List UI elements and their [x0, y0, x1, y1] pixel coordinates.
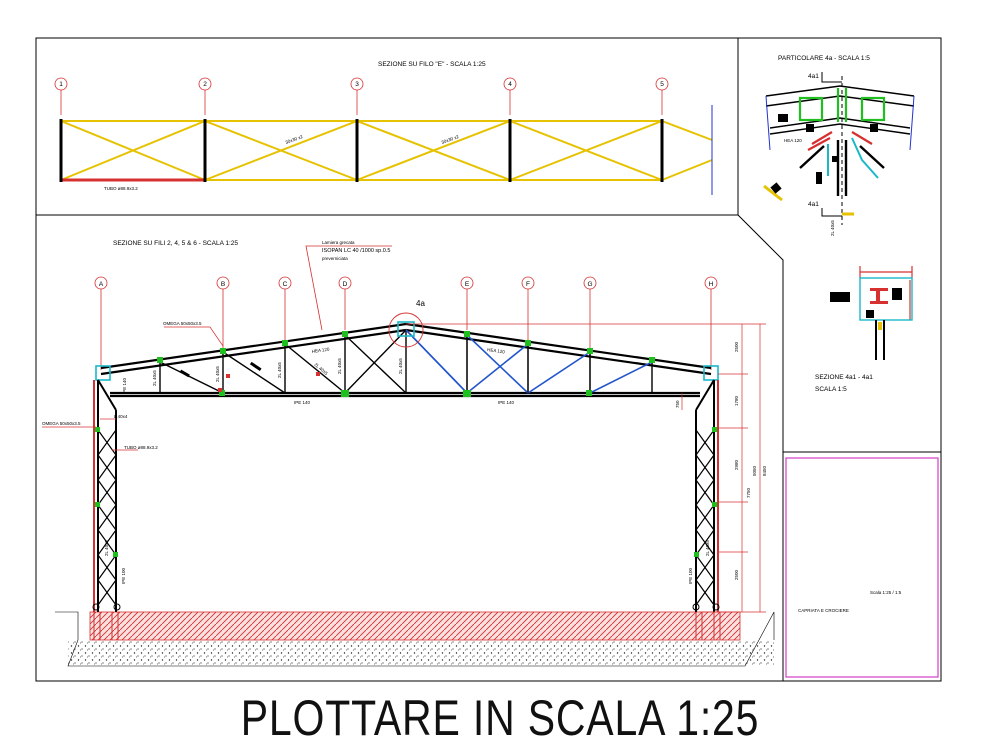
truss-diagonals-left	[159, 329, 407, 394]
diag-label-3: 2L 40x5	[277, 362, 282, 378]
plot-scale-note: PLOTTARE IN SCALA 1:25	[240, 690, 760, 746]
axis-label-f: F	[526, 281, 530, 288]
detail-4a-callout: 4a	[416, 299, 425, 308]
truss-nodes	[157, 331, 655, 397]
detail-4a-profile: HEA 120	[784, 138, 802, 143]
main-axis-markers	[94, 276, 718, 370]
foundation-slab	[89, 611, 741, 641]
axis-label-5: 5	[660, 81, 664, 88]
section-e-view: SEZIONE SU FILO "E" - SCALA 1:25 1 2 3 4…	[54, 61, 713, 195]
brace-label-1: 30x30 x2	[285, 134, 304, 145]
bottom-chord-right-label: IPE 140	[498, 400, 515, 405]
ground-line	[55, 611, 775, 667]
detail-4a-cut-top: 4a1	[808, 73, 819, 80]
axis-label-c: C	[283, 281, 288, 288]
axis-label-h: H	[709, 281, 714, 288]
dim-5: 8450	[762, 465, 767, 476]
col-head-label: IPE 140	[122, 377, 127, 394]
dim-7: 2500	[734, 569, 739, 580]
section-4a1-scale: SCALA 1:5	[815, 386, 847, 393]
diag-label-4: 2L 40x5	[337, 358, 342, 374]
detail-rafters	[765, 85, 915, 135]
axis-label-d: D	[343, 281, 348, 288]
purlin-label: OMEGA 50x50x3.5	[163, 321, 202, 326]
detail-4a-view: PARTICOLARE 4a - SCALA 1:5 4a1 4a1	[763, 55, 915, 236]
truss-plates	[95, 321, 719, 381]
roof-note: Lamiera grecata ISOPAN LC 40 /1000 sp.0.…	[305, 240, 392, 331]
col-label-angle: L 40x4	[114, 414, 128, 419]
axis-label-1: 1	[59, 81, 63, 88]
bottom-chord-left-label: IPE 140	[294, 400, 311, 405]
dimension-lines	[406, 323, 766, 613]
dim-4: 5050	[752, 465, 757, 476]
column-left	[92, 379, 121, 612]
dim-3: 2980	[734, 459, 739, 470]
axis-label-b: B	[221, 281, 225, 288]
axis-label-a: A	[99, 281, 104, 288]
detail-plates	[798, 88, 886, 122]
col-right-a: 2L 40x5	[705, 540, 710, 556]
roof-note-line-1: Lamiera grecata	[322, 240, 355, 245]
dim-2: 1780	[734, 395, 739, 406]
roof-note-line-3: preverniciata	[322, 256, 348, 261]
section-e-posts	[59, 119, 664, 182]
dim-6: 7750	[746, 487, 751, 498]
axis-label-e: E	[465, 281, 470, 288]
title-block-name: CAPRIATA E CROCIERE	[798, 608, 849, 613]
ground-fill	[68, 640, 774, 666]
axis-label-g: G	[587, 281, 592, 288]
title-block: Scala 1:25 / 1:5 CAPRIATA E CROCIERE	[785, 457, 939, 678]
main-section-title: SEZIONE SU FILI 2, 4, 5 & 6 - SCALA 1:25	[113, 240, 238, 247]
main-section-view: SEZIONE SU FILI 2, 4, 5 & 6 - SCALA 1:25…	[42, 240, 775, 667]
col-left-a: 2L 40x5	[104, 540, 109, 556]
col-right-b: IPE 100	[688, 567, 693, 584]
dim-1: 2500	[734, 341, 739, 352]
col-label-omega: OMEGA 50x50x3.5	[42, 421, 81, 426]
section-4a1-view: SEZIONE 4a1 - 4a1 SCALA 1:5	[815, 266, 913, 393]
detail-4a-callout-circle	[388, 312, 424, 348]
section-e-axis-markers	[54, 77, 669, 115]
axis-label-4: 4	[508, 81, 512, 88]
diag-label-5: 2L 40x5	[398, 358, 403, 374]
sheet-frame	[35, 37, 942, 682]
axis-label-2: 2	[203, 81, 207, 88]
truss-verticals	[159, 330, 653, 393]
col-left-b: IPE 100	[121, 567, 126, 584]
detail-4a-title: PARTICOLARE 4a - SCALA 1:5	[778, 55, 870, 62]
title-block-scale: Scala 1:25 / 1:5	[870, 590, 902, 595]
column-right	[692, 379, 720, 612]
base-beam-label: TUBO ø88.9x3.2	[104, 186, 138, 191]
truss-diagonals-right	[405, 329, 653, 394]
section-e-title: SEZIONE SU FILO "E" - SCALA 1:25	[378, 61, 486, 68]
dim-small: 750	[675, 400, 680, 408]
roof-note-line-2: ISOPAN LC 40 /1000 sp.0.5	[322, 248, 390, 254]
diag-label-2: 2L 40x5	[215, 366, 220, 382]
axis-label-3: 3	[355, 81, 359, 88]
brace-label-2: 30x30 x2	[441, 134, 460, 145]
detail-4a-cut-bottom: 4a1	[808, 201, 819, 208]
top-chord-label-right: HEA 120	[487, 347, 506, 354]
top-chord-label: HEA 120	[311, 346, 330, 353]
detail-4a-vertical: 2L 40x5	[830, 220, 835, 236]
diag-label-1: 2L 40x5	[152, 370, 157, 386]
section-4a1-title: SEZIONE 4a1 - 4a1	[815, 374, 873, 381]
cross-bracing	[60, 120, 713, 181]
col-label-tube: TUBO ø88.9x3.2	[124, 445, 158, 450]
